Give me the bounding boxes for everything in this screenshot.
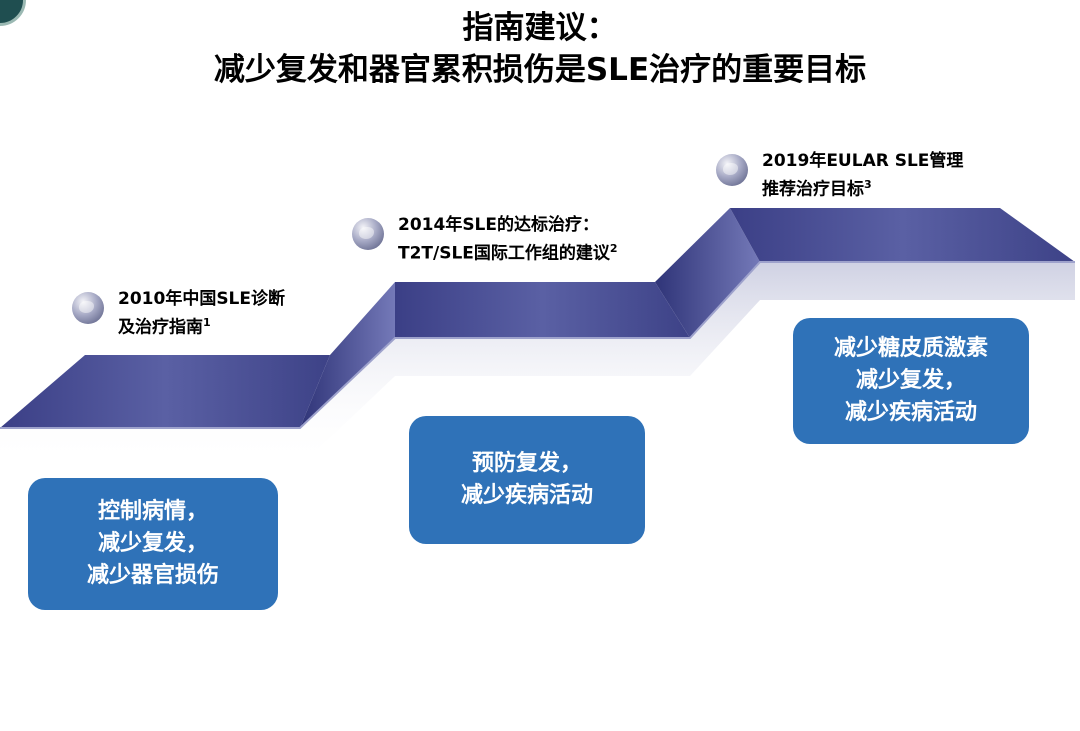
milestone-2019-line2: 推荐治疗目标	[762, 179, 864, 200]
goal-box-2010: 控制病情， 减少复发， 减少器官损伤	[28, 478, 278, 610]
goal-2019-line3: 减少疾病活动	[844, 400, 977, 425]
goal-2014-line2: 减少疾病活动	[460, 483, 593, 508]
milestone-2019-line1: 2019年EULAR SLE管理	[762, 151, 964, 171]
milestone-2010-ref: 1	[203, 316, 211, 329]
milestone-2010-line2: 及治疗指南	[118, 317, 203, 338]
staircase-edge-line	[0, 261, 1075, 429]
staircase-front-edge	[0, 262, 1075, 466]
milestone-2019-text: 2019年EULAR SLE管理 推荐治疗目标3	[762, 150, 963, 202]
step-2-riser	[655, 208, 760, 338]
step-1-surface	[0, 355, 330, 428]
milestone-2019: 2019年EULAR SLE管理 推荐治疗目标3	[716, 150, 963, 202]
milestone-2010-text: 2010年中国SLE诊断 及治疗指南1	[118, 288, 285, 340]
milestone-2014-text: 2014年SLE的达标治疗： T2T/SLE国际工作组的建议2	[398, 214, 618, 266]
milestone-2014-line2: T2T/SLE国际工作组的建议	[398, 243, 610, 264]
milestone-2014-line1: 2014年SLE的达标治疗：	[398, 215, 600, 235]
goal-2019-line2: 减少复发，	[855, 368, 966, 393]
step-3-surface	[730, 208, 1075, 262]
title-line-2: 减少复发和器官累积损伤是SLE治疗的重要目标	[213, 52, 867, 88]
milestone-2010-line1: 2010年中国SLE诊断	[118, 289, 286, 309]
milestone-2014-ref: 2	[609, 242, 618, 255]
step-1-riser	[300, 282, 395, 428]
goal-2010-line1: 控制病情，	[97, 499, 208, 524]
milestone-2010: 2010年中国SLE诊断 及治疗指南1	[72, 288, 285, 340]
title-line-1: 指南建议：	[462, 10, 618, 46]
goal-2010-line2: 减少复发，	[97, 531, 208, 556]
milestone-2019-ref: 3	[864, 178, 872, 191]
goal-box-2014: 预防复发， 减少疾病活动	[409, 416, 645, 544]
goal-box-2019: 减少糖皮质激素 减少复发， 减少疾病活动	[793, 318, 1029, 444]
goal-2010-line3: 减少器官损伤	[86, 563, 219, 588]
globe-icon	[716, 154, 748, 186]
globe-icon	[72, 292, 104, 324]
goal-2019-line1: 减少糖皮质激素	[833, 336, 988, 361]
globe-icon	[352, 218, 384, 250]
milestone-2014: 2014年SLE的达标治疗： T2T/SLE国际工作组的建议2	[352, 214, 618, 266]
step-2-surface	[395, 282, 690, 338]
goal-2014-line1: 预防复发，	[471, 451, 582, 476]
